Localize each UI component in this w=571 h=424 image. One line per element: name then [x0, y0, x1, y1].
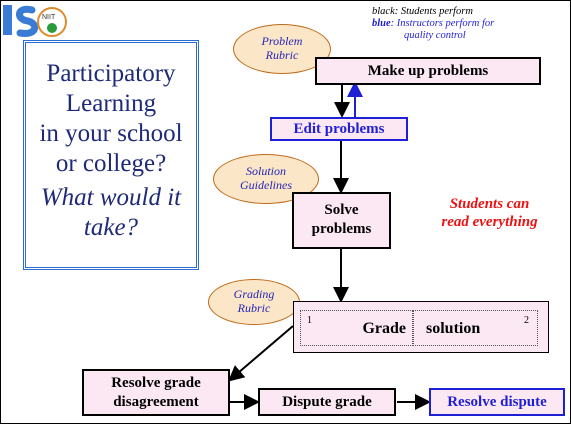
title-line-1: Participatory	[46, 60, 176, 87]
solve-problems-box: Solve problems	[292, 192, 391, 249]
grading-rubric-line-1: Grading	[233, 287, 275, 301]
make-up-problems-label: Make up problems	[367, 63, 489, 79]
resolve-grade-disagreement-box: Resolve grade disagreement	[82, 369, 230, 416]
legend-line-blue-cont: quality control	[404, 30, 466, 41]
edit-problems-box: Edit problems	[270, 117, 408, 141]
solution-guidelines-line-1: Solution	[245, 164, 286, 178]
title-box: Participatory Learning in your school or…	[23, 40, 199, 270]
legend: black: Students perform blue: Instructor…	[372, 6, 494, 42]
dispute-grade-box: Dispute grade	[258, 388, 396, 416]
grade-label: Grade	[362, 320, 406, 337]
legend-key-blue: blue	[372, 18, 391, 29]
solve-problems-line-2: problems	[311, 221, 372, 237]
title-question-2: take?	[83, 214, 139, 241]
is-niit-logo: NIIT	[3, 5, 67, 37]
solution-guidelines-line-2: Guidelines	[240, 178, 292, 192]
legend-line-blue: : Instructors perform for	[390, 18, 495, 29]
problem-rubric-line-1: Problem	[261, 34, 303, 48]
resolve-dispute-box: Resolve dispute	[429, 388, 565, 416]
title-line-2: Learning	[65, 90, 157, 117]
edit-problems-label: Edit problems	[293, 121, 385, 137]
grade-sup-right: 2	[524, 315, 529, 326]
title-line-3: in your school	[39, 120, 183, 147]
grading-rubric-line-2: Rubric	[237, 301, 271, 315]
note-line-1: Students can	[449, 196, 530, 212]
dispute-grade-label: Dispute grade	[282, 394, 372, 410]
grade-sup-left: 1	[307, 315, 312, 326]
students-can-read-note: Students can read everything	[422, 195, 557, 231]
solve-problems-line-1: Solve	[324, 202, 359, 218]
problem-rubric-ellipse: Problem Rubric	[233, 24, 331, 74]
title-line-4: or college?	[55, 150, 167, 177]
problem-rubric-line-2: Rubric	[265, 48, 299, 62]
resolve-disagreement-line-1: Resolve grade	[111, 375, 201, 391]
resolve-dispute-label: Resolve dispute	[447, 394, 547, 410]
grading-rubric-ellipse: Grading Rubric	[208, 279, 300, 325]
grade-cell-right: solution 2	[413, 310, 538, 346]
resolve-disagreement-line-2: disagreement	[113, 394, 199, 410]
arrow-grade-to-resolve	[227, 325, 294, 382]
grade-cell-left: 1 Grade	[300, 310, 413, 346]
solution-guidelines-ellipse: Solution Guidelines	[213, 154, 319, 204]
note-line-2: read everything	[441, 214, 538, 230]
logo-sub-text: NIIT	[42, 14, 56, 21]
legend-line-black: black: Students perform	[372, 6, 473, 17]
solution-label: solution	[426, 320, 481, 337]
make-up-problems-box: Make up problems	[315, 57, 541, 85]
grade-solution-box: 1 Grade solution 2	[293, 301, 549, 353]
title-question-1: What would it	[40, 184, 182, 211]
